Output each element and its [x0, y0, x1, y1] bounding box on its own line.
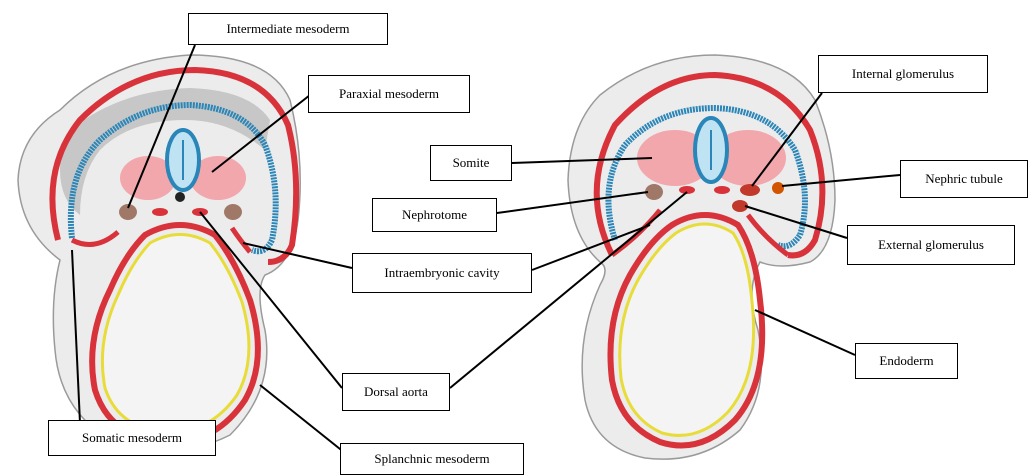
left-dorsal-aorta-left	[152, 208, 168, 216]
right-internal-glomerulus	[740, 184, 760, 196]
label-nephric-tubule: Nephric tubule	[900, 160, 1028, 198]
label-intermediate-mesoderm: Intermediate mesoderm	[188, 13, 388, 45]
right-dorsal-aorta-right	[714, 186, 730, 194]
right-nephric-tubule	[772, 182, 784, 194]
label-somatic-mesoderm: Somatic mesoderm	[48, 420, 216, 456]
leader-splanchnic-mesoderm	[260, 385, 345, 453]
label-dorsal-aorta: Dorsal aorta	[342, 373, 450, 411]
label-intraembryonic-cavity: Intraembryonic cavity	[352, 253, 532, 293]
label-splanchnic-mesoderm: Splanchnic mesoderm	[340, 443, 524, 475]
label-external-glomerulus: External glomerulus	[847, 225, 1015, 265]
label-internal-glomerulus: Internal glomerulus	[818, 55, 988, 93]
label-nephrotome: Nephrotome	[372, 198, 497, 232]
left-notochord	[175, 192, 185, 202]
label-endoderm: Endoderm	[855, 343, 958, 379]
left-embryo-section	[18, 55, 300, 451]
leader-endoderm	[755, 310, 855, 355]
left-intermediate-mesoderm-right	[224, 204, 242, 220]
label-somite: Somite	[430, 145, 512, 181]
label-paraxial-mesoderm: Paraxial mesoderm	[308, 75, 470, 113]
